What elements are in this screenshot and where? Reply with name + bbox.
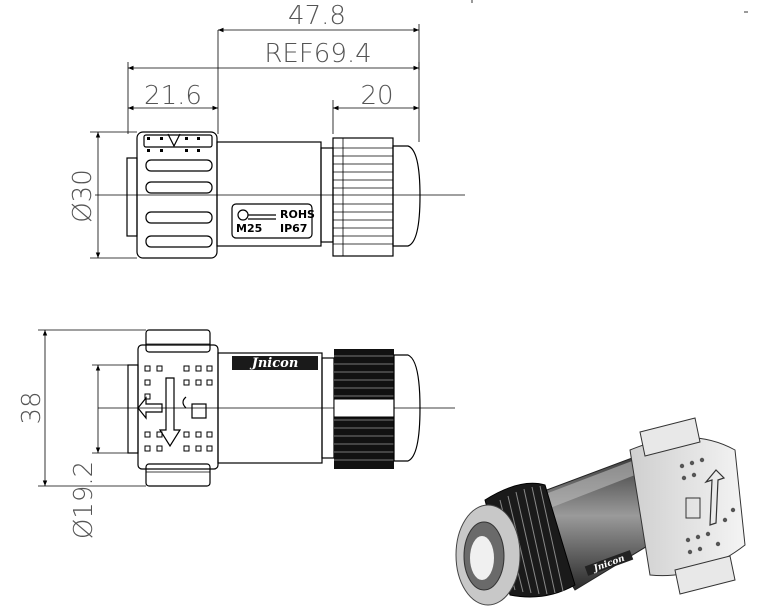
side-view-connector: Jnicon (98, 329, 455, 487)
arrow-left-icon (137, 396, 163, 420)
top-dimensions: 47.8 REF69.4 21.6 20 (127, 1, 420, 142)
wrench-icon (237, 209, 276, 221)
arrow-mark-icon (167, 133, 181, 148)
bottom-tab (145, 463, 211, 487)
corner-marks (471, 0, 748, 13)
arrow-down-icon (158, 377, 182, 448)
unlock-symbol-icon (182, 396, 187, 409)
grip-slots (143, 134, 213, 248)
isometric-render: Jnicon (455, 417, 746, 606)
gland-knurl-lines (334, 355, 394, 461)
diameter-19-dimension: Ø19.2 (69, 364, 128, 539)
height-38-dimension: 38 (17, 329, 146, 487)
dim-inner-diameter: Ø19.2 (69, 461, 99, 539)
dim-ref-length: REF69.4 (264, 39, 371, 69)
brand-label (232, 356, 318, 370)
lock-square-icon (191, 403, 207, 419)
iso-arrow-icon (704, 469, 726, 526)
top-view-connector: ROHS M25 IP67 (95, 131, 465, 259)
dim-overall-length: 47.8 (288, 1, 346, 31)
thread-mark: M25 (236, 222, 262, 235)
nut-dots (147, 137, 200, 152)
dim-front-length: 21.6 (144, 81, 202, 111)
marking-plate (231, 203, 313, 239)
ip-mark: IP67 (280, 222, 307, 235)
iso-lock-icon (685, 497, 701, 519)
knurl-lines (333, 138, 393, 256)
diameter-30-dimension: Ø30 (68, 131, 137, 259)
dim-gland-length: 20 (360, 81, 393, 111)
dim-height: 38 (17, 391, 47, 424)
rohs-mark: ROHS (280, 208, 315, 221)
brand-logo-side: Jnicon (249, 356, 299, 371)
dim-outer-diameter: Ø30 (68, 169, 98, 223)
top-tab (145, 329, 211, 353)
iso-dots (679, 457, 736, 555)
side-dot-grid (144, 365, 213, 452)
